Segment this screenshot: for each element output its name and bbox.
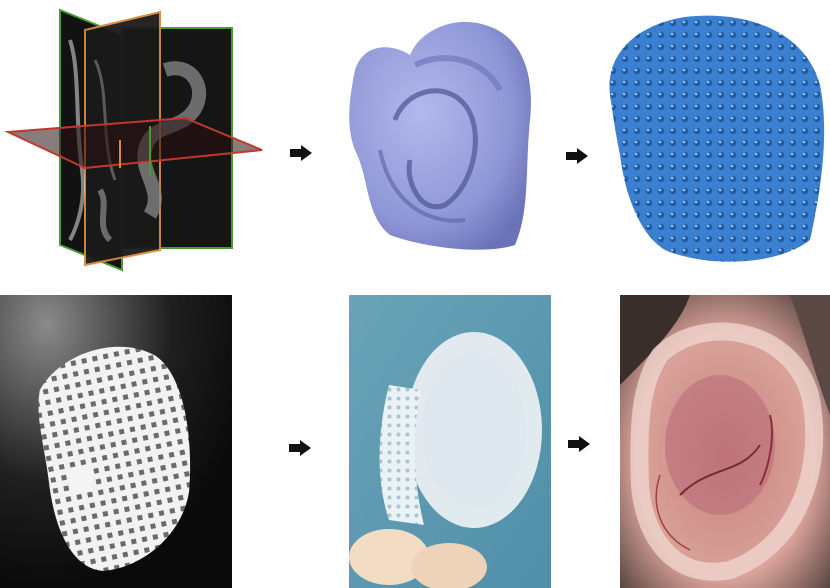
- orthogonal-slice-planes-icon: [0, 0, 270, 272]
- ear-lattice-scaffold-model-panel: [595, 5, 830, 275]
- printed-white-scaffold-photo-panel: [0, 295, 232, 588]
- arrow-right-icon: [566, 148, 588, 164]
- arrow-right-icon: [289, 440, 311, 456]
- ct-scan-planes-panel: [0, 0, 270, 272]
- ear-3d-surface-model-panel: [335, 10, 545, 260]
- handheld-scaffold-icon: [349, 295, 551, 588]
- arrow-right-icon: [568, 436, 590, 452]
- arrow-right-icon: [290, 145, 312, 161]
- printed-scaffold-icon: [0, 295, 232, 588]
- reconstructed-ear-icon: [620, 295, 830, 588]
- ear-model-icon: [335, 10, 545, 260]
- implanted-ear-photo-panel: [620, 295, 830, 588]
- lattice-model-icon: [595, 5, 830, 275]
- scaffold-held-in-fingers-photo-panel: [349, 295, 551, 588]
